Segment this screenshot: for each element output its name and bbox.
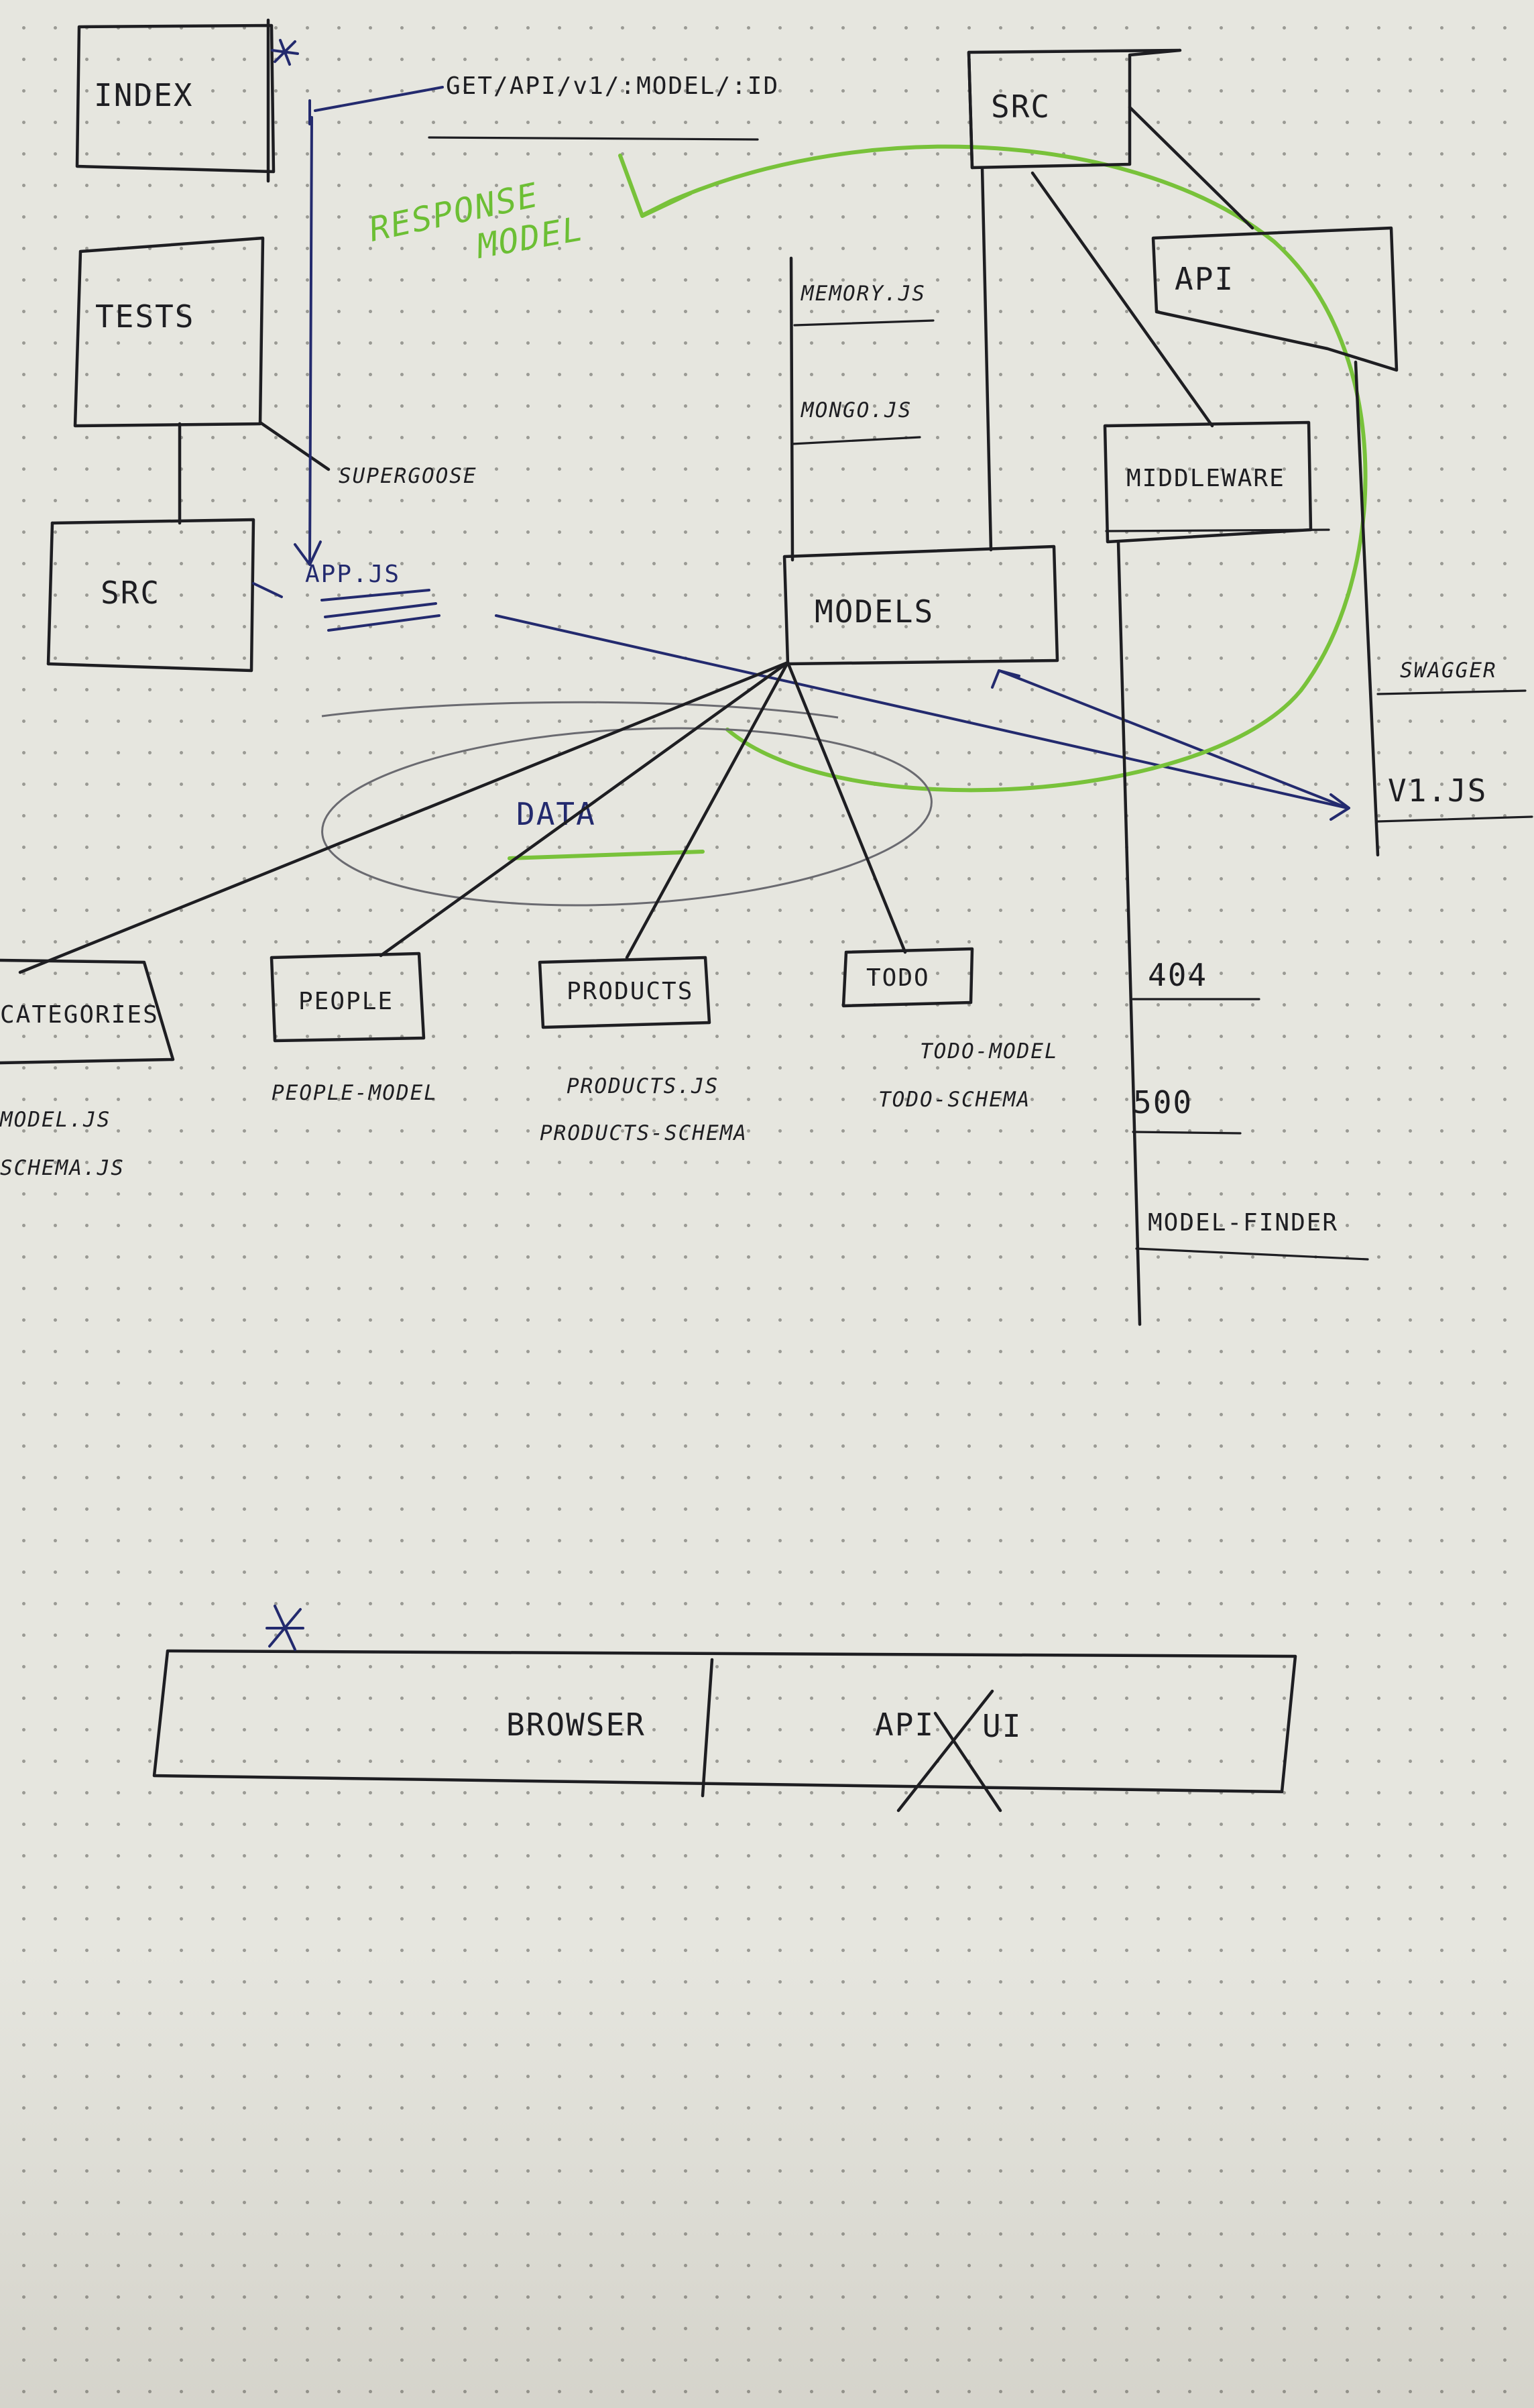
categories-file-2: SCHEMA.JS [0,1156,125,1180]
supergoose-leader [258,420,331,471]
models-people-line [379,661,790,958]
v1-underline [1376,815,1533,823]
products-file-2: PRODUCTS-SCHEMA [540,1121,748,1145]
src-app-arrow [252,582,283,598]
models-trunk [789,256,794,562]
strike-through-mark-2 [933,1711,1002,1813]
todo-file-2: TODO-SCHEMA [878,1088,1030,1112]
bottom-bar: BROWSER API UI [152,1649,1297,1813]
strike-through-mark [896,1689,994,1813]
products-label: PRODUCTS [567,978,693,1005]
v1-to-models-arrow [998,669,1349,809]
memory-js-underline [793,319,935,327]
api-label: API [1175,261,1234,297]
src-left-label: SRC [101,575,160,611]
app-js-underline [320,589,440,632]
v1-js-label: V1.JS [1388,772,1487,809]
src-models-trunk [980,166,993,552]
src-middleware-line [1030,171,1214,428]
categories-label: CATEGORIES [0,1001,159,1029]
products-box: PRODUCTS [538,956,711,1029]
todo-label: TODO [866,964,930,992]
supergoose-label: SUPERGOOSE [339,464,477,488]
models-arrowhead [991,669,1020,689]
categories-box: CATEGORIES [0,958,175,1065]
src-api-line [1128,105,1254,230]
data-oval-top-stroke [321,701,839,719]
model-finder-label: MODEL-FINDER [1148,1209,1338,1237]
response-arrowhead [618,154,693,218]
models-todo-line [786,661,907,954]
models-label: MODELS [815,593,934,630]
e500-label: 500 [1133,1084,1193,1121]
request-arrow [308,86,444,125]
data-label: DATA [516,796,596,832]
models-categories-line [18,661,790,974]
api-trunk [1354,360,1380,857]
api-struck-label: API [875,1707,935,1743]
middleware-box: MIDDLEWARE [1103,420,1330,544]
todo-box: TODO [841,947,974,1008]
app-to-v1-arrow [495,614,1349,809]
people-label: PEOPLE [298,988,394,1015]
response-model-arrow [642,144,1368,793]
index-box: INDEX [75,18,276,183]
paper-shadow [0,1945,1534,2408]
middleware-label: MIDDLEWARE [1126,465,1285,492]
models-products-line [625,661,790,960]
models-box: MODELS [782,544,1059,666]
src-top-label: SRC [991,89,1051,125]
src-left-box: SRC [46,518,255,673]
app-js-label: APP.JS [305,561,400,588]
categories-file-1: MODEL.JS [0,1108,111,1132]
people-file-1: PEOPLE-MODEL [272,1081,438,1105]
request-label: GET/API/v1/:MODEL/:ID [446,72,779,100]
e500-underline [1132,1131,1242,1135]
index-label: INDEX [94,77,193,113]
memory-js-label: MEMORY.JS [801,282,926,306]
middleware-trunk [1116,540,1142,1326]
todo-file-1: TODO-MODEL [920,1039,1059,1064]
tests-box: TESTS [73,236,265,428]
mongo-js-label: MONGO.JS [801,398,912,422]
src-top-box: SRC [967,48,1182,170]
ui-label: UI [982,1708,1022,1744]
browser-label: BROWSER [506,1707,646,1743]
index-to-app-arrow [294,116,322,566]
request-underline [428,136,759,141]
mongo-js-underline [791,436,921,445]
api-box: API [1151,226,1399,372]
e404-label: 404 [1148,957,1207,993]
model-finder-underline [1135,1247,1369,1261]
data-underline [508,850,705,860]
swagger-underline [1376,689,1527,695]
asterisk-icon [271,39,299,66]
tests-label: TESTS [95,298,194,335]
asterisk-icon-bottom [266,1605,304,1651]
people-box: PEOPLE [270,952,426,1043]
swagger-label: SWAGGER [1400,658,1497,683]
data-oval [321,727,933,907]
products-file-1: PRODUCTS.JS [567,1074,719,1098]
